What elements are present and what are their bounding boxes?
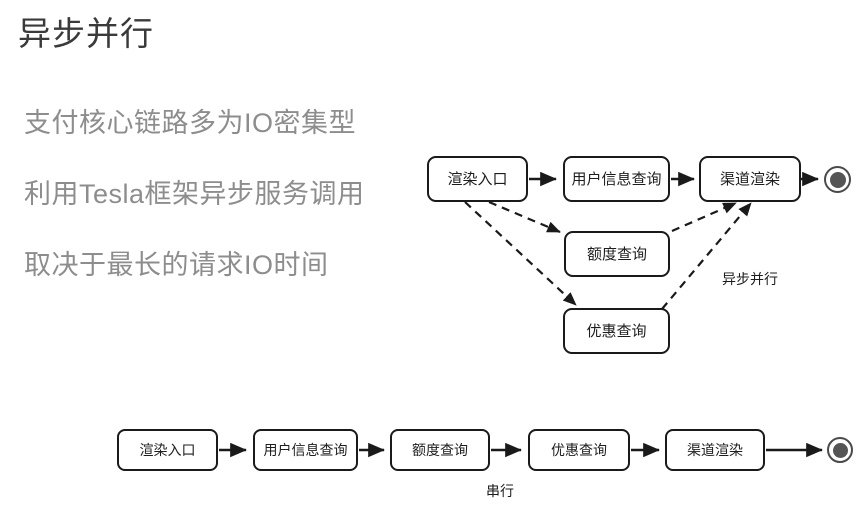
final-state-core	[832, 442, 848, 458]
node-serial-entry[interactable]: 渲染入口	[117, 429, 218, 471]
serial-diagram-caption: 串行	[486, 483, 514, 499]
bullet-line-1: 支付核心链路多为IO密集型	[24, 108, 357, 138]
bullet-list: 支付核心链路多为IO密集型 利用Tesla框架异步服务调用 取决于最长的请求IO…	[24, 108, 424, 281]
node-serial-promo[interactable]: 优惠查询	[528, 429, 630, 471]
async-final-state-icon	[824, 166, 851, 193]
node-async-channel[interactable]: 渠道渲染	[699, 156, 801, 202]
node-serial-quota[interactable]: 额度查询	[390, 429, 490, 471]
edge-entry-to-promo	[464, 201, 577, 306]
edge-entry-to-quota	[488, 200, 561, 234]
bullet-line-3: 取决于最长的请求IO时间	[24, 250, 329, 280]
page-title: 异步并行	[18, 15, 154, 52]
node-serial-userinfo[interactable]: 用户信息查询	[253, 429, 358, 471]
edge-quota-to-channel	[671, 201, 737, 233]
node-async-userinfo[interactable]: 用户信息查询	[563, 156, 670, 202]
node-serial-channel[interactable]: 渠道渲染	[665, 429, 765, 471]
node-async-quota[interactable]: 额度查询	[564, 231, 670, 277]
bullet-line-2: 利用Tesla框架异步服务调用	[24, 179, 365, 209]
node-async-entry[interactable]: 渲染入口	[427, 156, 528, 202]
node-async-promo[interactable]: 优惠查询	[563, 308, 670, 354]
serial-final-state-icon	[827, 437, 853, 463]
async-diagram-caption: 异步并行	[722, 271, 778, 287]
final-state-core	[829, 171, 846, 188]
edge-promo-to-channel	[661, 202, 752, 310]
